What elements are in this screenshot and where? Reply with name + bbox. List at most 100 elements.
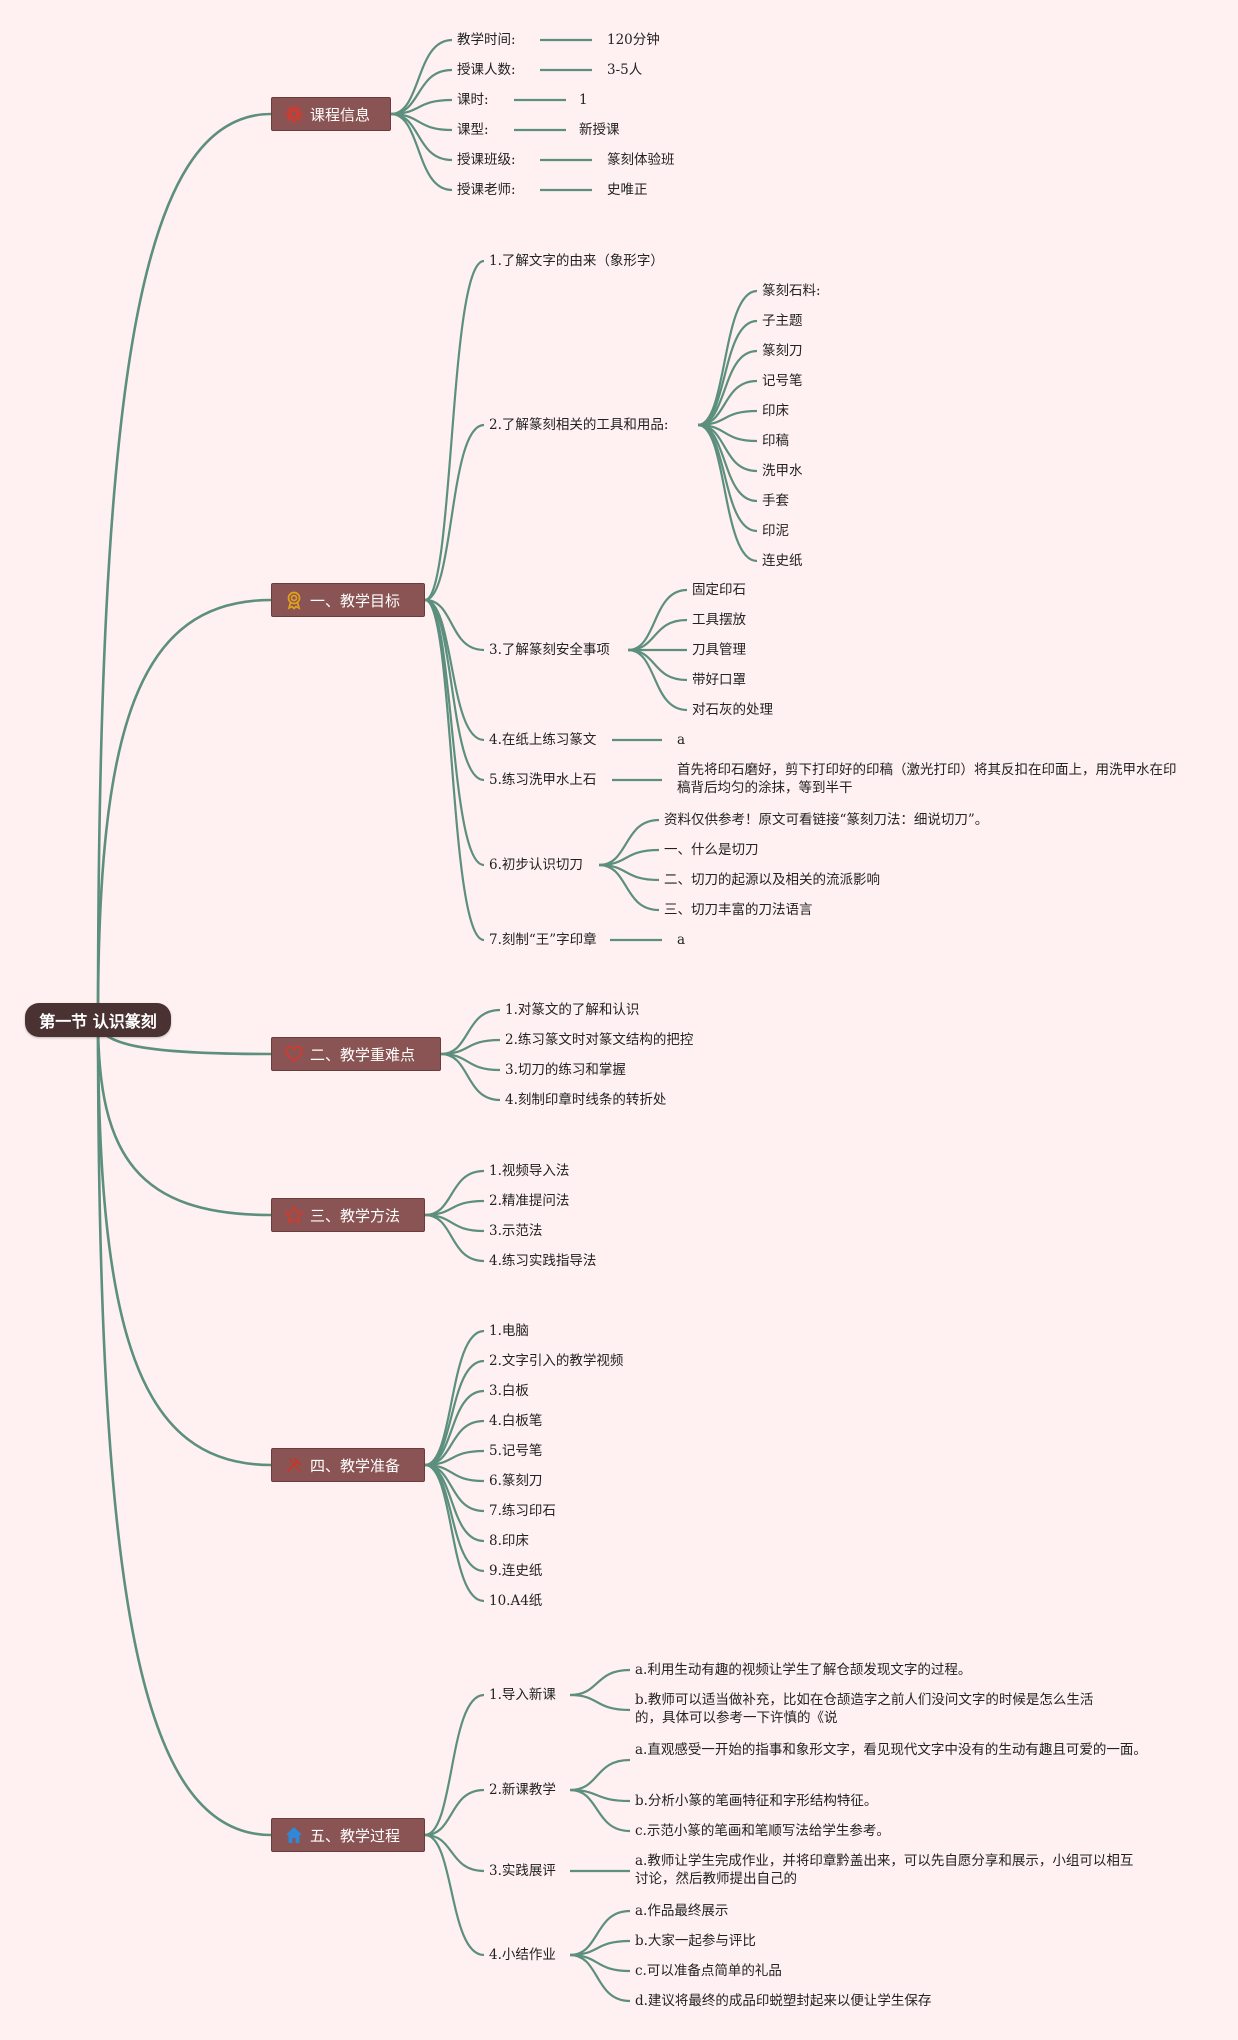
goal-subitem: 印稿 (762, 433, 789, 449)
goal-sub-connector (697, 423, 758, 473)
info-value: 3-5人 (607, 62, 643, 78)
prep-item: 5.记号笔 (489, 1443, 543, 1459)
process-subitem: a.教师让学生完成作业，并将印章黔盖出来，可以先自愿分享和展示，小组可以相互讨论… (635, 1853, 1134, 1887)
process-subitem: b.大家一起参与评比 (635, 1933, 756, 1949)
goal-connector (424, 598, 485, 867)
goal-sub-connector (697, 319, 758, 427)
info-key: 授课班级: (457, 152, 516, 168)
process-sub-connector (569, 1788, 631, 1833)
star-icon (284, 1205, 304, 1225)
goal-connector (424, 423, 485, 602)
process-subitem: b.教师可以适当做补充，比如在仓颉造字之前人们没问文字的时候是怎么生活的，具体可… (635, 1692, 1094, 1726)
info-connector (390, 68, 453, 116)
process-subitem: a.利用生动有趣的视频让学生了解仓颉发现文字的过程。 (635, 1662, 972, 1678)
process-connector (424, 1833, 485, 1873)
goal-subitem: 首先将印石磨好，剪下打印好的印稿（激光打印）将其反扣在印面上，用洗甲水在印稿背后… (677, 762, 1177, 796)
process-connector (424, 1693, 485, 1837)
process-sub-connector (569, 1693, 631, 1712)
goal-subitem: 篆刻石料: (762, 283, 821, 299)
branch-teaching-methods[interactable]: 三、教学方法 (271, 1198, 425, 1232)
process-connector (424, 1788, 485, 1837)
goal-subitem: 带好口罩 (692, 672, 746, 688)
process-subitem: a.直观感受一开始的指事和象形文字，看见现代文字中没有的生动有趣且可爱的一面。 (635, 1742, 1147, 1758)
process-sub-connector (569, 1909, 631, 1957)
method-item: 2.精准提问法 (489, 1193, 570, 1209)
keypoint-connector (440, 1052, 501, 1102)
process-subitem: d.建议将最终的成品印蜕塑封起来以便让学生保存 (635, 1993, 932, 2009)
keypoint-connector (440, 1008, 501, 1056)
branch-teaching-prep[interactable]: 四、教学准备 (271, 1448, 425, 1482)
medal-icon (284, 590, 304, 610)
prep-connector (424, 1389, 485, 1467)
goal-subitem: 资料仅供参考！原文可看链接“篆刻刀法：细说切刀”。 (664, 812, 989, 828)
goal-connector (424, 598, 485, 742)
prep-item: 6.篆刻刀 (489, 1473, 543, 1489)
root-connector (96, 1019, 272, 1217)
branch-course-info[interactable]: 课程信息 (271, 97, 391, 131)
prep-item: 3.白板 (489, 1383, 529, 1399)
info-value: 120分钟 (607, 32, 660, 48)
branch-teaching-goals[interactable]: 一、教学目标 (271, 583, 425, 617)
goal-item: 1.了解文字的由来（象形字） (489, 253, 664, 269)
process-sub-connector (569, 1953, 631, 2003)
info-connector (390, 112, 453, 162)
goal-subitem: 三、切刀丰富的刀法语言 (664, 902, 813, 918)
goal-sub-connector (627, 618, 688, 652)
info-key: 课时: (457, 92, 489, 108)
method-item: 3.示范法 (489, 1223, 543, 1239)
prep-connector (424, 1329, 485, 1467)
goal-sub-connector (598, 863, 660, 912)
goal-item: 4.在纸上练习篆文 (489, 732, 597, 748)
branch-course-info-label: 课程信息 (310, 105, 371, 124)
goal-item: 2.了解篆刻相关的工具和用品: (489, 417, 669, 433)
info-value: 篆刻体验班 (607, 152, 675, 168)
root-connector (96, 598, 272, 1021)
root-label: 第一节 认识篆刻 (39, 1012, 157, 1031)
prep-connector (424, 1463, 485, 1513)
goal-subitem: 刀具管理 (692, 642, 746, 658)
info-connector (390, 38, 453, 116)
process-sub-connector (569, 1758, 631, 1792)
branch-teaching-process-label: 五、教学过程 (310, 1826, 401, 1845)
goal-connector (424, 598, 485, 652)
goal-subitem: a (677, 732, 686, 748)
branch-key-points[interactable]: 二、教学重难点 (271, 1037, 441, 1071)
info-key: 教学时间: (457, 32, 516, 48)
keypoint-item: 4.刻制印章时线条的转折处 (505, 1092, 667, 1108)
root-connector (96, 1019, 272, 1837)
keypoint-item: 1.对篆文的了解和认识 (505, 1002, 640, 1018)
method-connector (424, 1169, 485, 1217)
goal-sub-connector (697, 349, 758, 427)
goal-subitem: 记号笔 (762, 373, 803, 389)
keypoint-item: 3.切刀的练习和掌握 (505, 1062, 626, 1078)
goal-subitem: 一、什么是切刀 (664, 842, 759, 858)
prep-item: 9.连史纸 (489, 1563, 543, 1579)
branch-teaching-goals-label: 一、教学目标 (310, 591, 401, 610)
goal-connector (424, 259, 485, 602)
process-subitem: c.可以准备点简单的礼品 (635, 1963, 782, 1979)
goal-subitem: 篆刻刀 (762, 343, 803, 359)
root-connector (96, 1019, 272, 1467)
prep-item: 7.练习印石 (489, 1503, 556, 1519)
prep-item: 2.文字引入的教学视频 (489, 1353, 624, 1369)
branch-teaching-methods-label: 三、教学方法 (310, 1206, 401, 1225)
info-key: 课型: (457, 122, 489, 138)
goal-subitem: 手套 (762, 493, 789, 509)
flower-icon (283, 104, 305, 124)
method-connector (424, 1213, 485, 1263)
branch-teaching-process[interactable]: 五、教学过程 (271, 1818, 425, 1852)
goal-sub-connector (627, 648, 688, 682)
goal-subitem: 印泥 (762, 523, 789, 539)
goal-item: 7.刻制“王”字印章 (489, 932, 597, 948)
process-subitem: b.分析小篆的笔画特征和字形结构特征。 (635, 1793, 878, 1809)
root-node[interactable]: 第一节 认识篆刻 (25, 1003, 171, 1037)
goal-subitem: 对石灰的处理 (692, 702, 773, 718)
process-sub-connector (569, 1668, 631, 1697)
goal-item: 3.了解篆刻安全事项 (489, 642, 610, 658)
prep-item: 1.电脑 (489, 1323, 529, 1339)
process-item: 4.小结作业 (489, 1947, 556, 1963)
goal-subitem: 印床 (762, 403, 789, 419)
info-value: 史唯正 (607, 182, 648, 198)
prep-item: 10.A4纸 (489, 1593, 543, 1609)
